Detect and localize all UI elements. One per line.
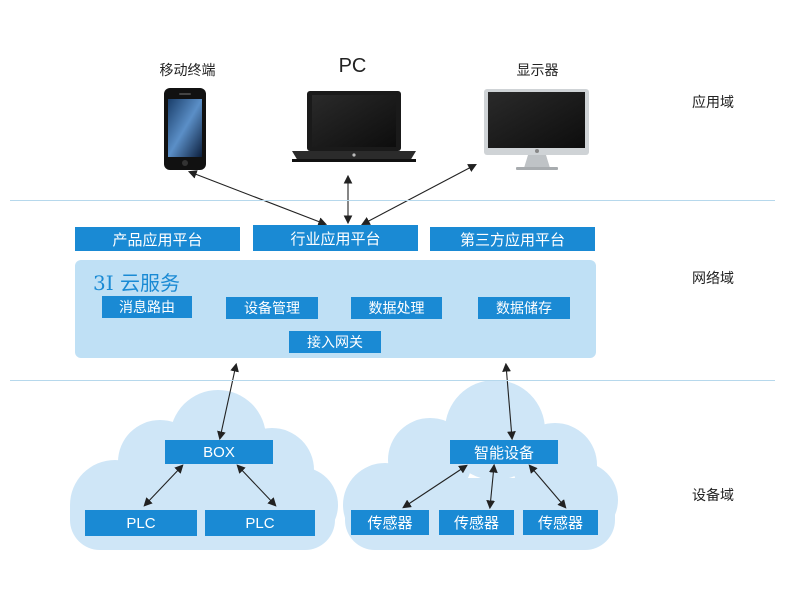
arrow-smart-sensor3 bbox=[528, 464, 567, 509]
industry-platform-box: 行业应用平台 bbox=[253, 225, 418, 251]
plc-box-2: PLC bbox=[205, 510, 315, 536]
sensor-box-1: 传感器 bbox=[351, 510, 429, 535]
laptop-icon bbox=[292, 91, 416, 162]
access-gateway-box: 接入网关 bbox=[289, 331, 381, 353]
pc-label: PC bbox=[338, 55, 367, 77]
mobile-phone-icon bbox=[164, 88, 206, 170]
arrow-box-plc2 bbox=[236, 464, 277, 507]
application-domain-label: 应用域 bbox=[692, 95, 734, 111]
module-data-processing: 数据处理 bbox=[351, 297, 442, 319]
network-domain-label: 网络域 bbox=[692, 271, 734, 287]
arrow-cloud-smart bbox=[502, 362, 516, 441]
module-device-management: 设备管理 bbox=[226, 297, 318, 319]
arrow-mobile-industry bbox=[187, 170, 328, 226]
device-domain-label: 设备域 bbox=[692, 488, 734, 504]
mobile-label: 移动终端 bbox=[159, 63, 216, 79]
arrow-smart-sensor1 bbox=[402, 464, 468, 509]
smart-device-box: 智能设备 bbox=[450, 440, 558, 464]
divider-bottom bbox=[10, 380, 775, 381]
arrow-display-industry bbox=[361, 163, 477, 226]
arrow-box-plc1 bbox=[143, 464, 184, 507]
arrow-smart-sensor2 bbox=[486, 463, 498, 510]
divider-top bbox=[10, 200, 775, 201]
third-party-platform-box: 第三方应用平台 bbox=[430, 227, 595, 251]
cloud-service-title: 3I 云服务 bbox=[93, 271, 180, 295]
display-label: 显示器 bbox=[516, 63, 559, 79]
sensor-box-3: 传感器 bbox=[523, 510, 598, 535]
arrow-cloud-box bbox=[217, 362, 239, 441]
sensor-box-2: 传感器 bbox=[439, 510, 514, 535]
box-device: BOX bbox=[165, 440, 273, 464]
module-message-routing: 消息路由 bbox=[102, 296, 192, 318]
module-data-storage: 数据储存 bbox=[478, 297, 570, 319]
plc-box-1: PLC bbox=[85, 510, 197, 536]
monitor-icon bbox=[484, 89, 589, 170]
product-platform-box: 产品应用平台 bbox=[75, 227, 240, 251]
